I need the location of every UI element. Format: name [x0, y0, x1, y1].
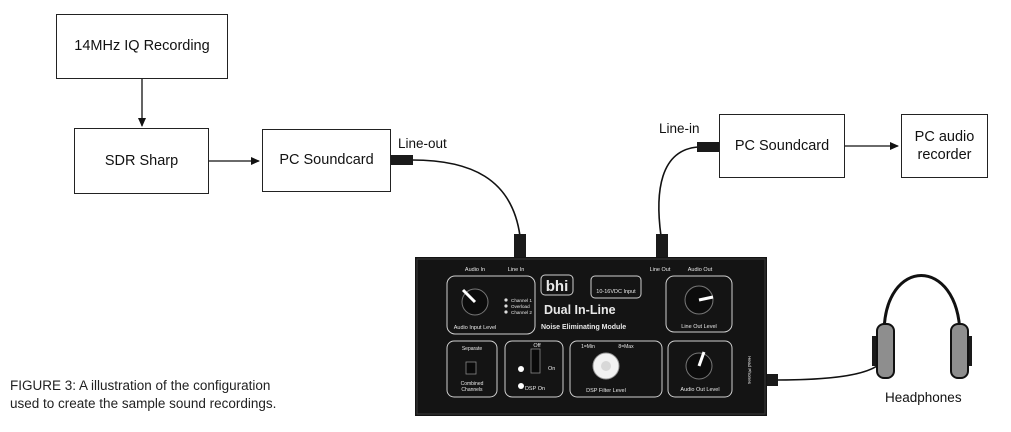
switch-dsp: [530, 348, 541, 374]
led-channel-1: [504, 298, 508, 302]
device-line-out-level-label: Line Out Level: [681, 324, 716, 330]
led-overload: [504, 304, 508, 308]
led-on: [518, 366, 524, 372]
box-pc-audio-recorder: PC audio recorder: [901, 114, 988, 178]
cable-line-in: [658, 146, 699, 237]
box-pc-soundcard-1-label: PC Soundcard: [279, 152, 374, 169]
bhi-logo-icon: [540, 274, 574, 296]
led-dsp-on: [518, 383, 524, 389]
figure-caption-line-2: used to create the sample sound recordin…: [10, 396, 277, 412]
device-filter-min-label: 1=Min: [581, 344, 595, 350]
device-overload-label: Overload: [511, 304, 530, 309]
panel-dsp: [504, 340, 564, 398]
panel-channels: [446, 340, 498, 398]
box-pc-audio-recorder-label-1: PC audio: [914, 128, 975, 145]
plug-device-line-out: [656, 234, 668, 258]
knob-audio-out-pointer: [697, 351, 706, 367]
device-dsp-filter-level-label: DSP Filter Level: [586, 388, 626, 394]
device-power-input-label: 10-16VDC Input: [596, 289, 636, 295]
box-iq-recording-label: 14MHz IQ Recording: [74, 38, 210, 55]
box-pc-soundcard-1: PC Soundcard: [262, 129, 391, 192]
device-off-label: Off: [533, 343, 541, 349]
led-channel-2: [504, 310, 508, 314]
device-title: Dual In-Line: [544, 303, 616, 317]
panel-dsp-filter: [569, 340, 663, 398]
panel-audio-input: [446, 275, 536, 335]
device-brand: bhi: [546, 278, 569, 295]
bhi-device: [415, 257, 767, 416]
plug-device-line-in: [514, 234, 526, 258]
cable-line-out: [411, 159, 521, 237]
line-out-label: Line-out: [398, 136, 447, 151]
line-in-label: Line-in: [659, 121, 700, 136]
device-dsp-on-label: DSP On: [525, 386, 545, 392]
cable-headphones: [775, 355, 886, 381]
device-on-label: On: [548, 366, 555, 372]
device-line-out-label: Line Out: [650, 267, 671, 273]
device-head-phones-label: Head Phones: [747, 356, 752, 385]
device-audio-out-level-label: Audio Out Level: [680, 387, 719, 393]
box-iq-recording: 14MHz IQ Recording: [56, 14, 228, 79]
device-audio-out-label: Audio Out: [688, 267, 713, 273]
headphones-icon: [872, 274, 972, 379]
device-audio-input-level-label: Audio Input Level: [454, 325, 497, 331]
device-channels-label: Channels: [461, 387, 483, 393]
panel-line-out: [665, 275, 733, 333]
figure-caption: FIGURE 3: A illustration of the configur…: [10, 377, 360, 413]
device-channel-1-label: Channel 1: [511, 298, 532, 303]
box-pc-soundcard-2: PC Soundcard: [719, 114, 845, 178]
device-channel-2-label: Channel 2: [511, 310, 532, 315]
plug-line-in: [697, 142, 719, 152]
knob-line-out-pointer: [698, 295, 714, 302]
device-combined-label: Combined: [461, 381, 484, 387]
headphones-label: Headphones: [885, 390, 962, 405]
box-pc-audio-recorder-label-2: recorder: [917, 147, 972, 163]
box-sdr-sharp: SDR Sharp: [74, 128, 209, 194]
switch-channels: [465, 361, 477, 375]
box-pc-soundcard-2-label: PC Soundcard: [734, 137, 830, 154]
device-audio-in-label: Audio In: [465, 267, 485, 273]
device-filter-max-label: 8=Max: [618, 344, 634, 350]
device-line-in-label: Line In: [508, 267, 525, 273]
device-separate-label: Separate: [462, 346, 483, 352]
device-subtitle: Noise Eliminating Module: [541, 324, 626, 331]
box-sdr-sharp-label: SDR Sharp: [104, 152, 179, 169]
knob-audio-input-pointer: [461, 288, 477, 304]
plug-line-out: [391, 155, 413, 165]
power-input-panel: [590, 275, 642, 299]
figure-caption-line-1: FIGURE 3: A illustration of the configur…: [10, 378, 271, 393]
panel-audio-out: [667, 340, 733, 398]
